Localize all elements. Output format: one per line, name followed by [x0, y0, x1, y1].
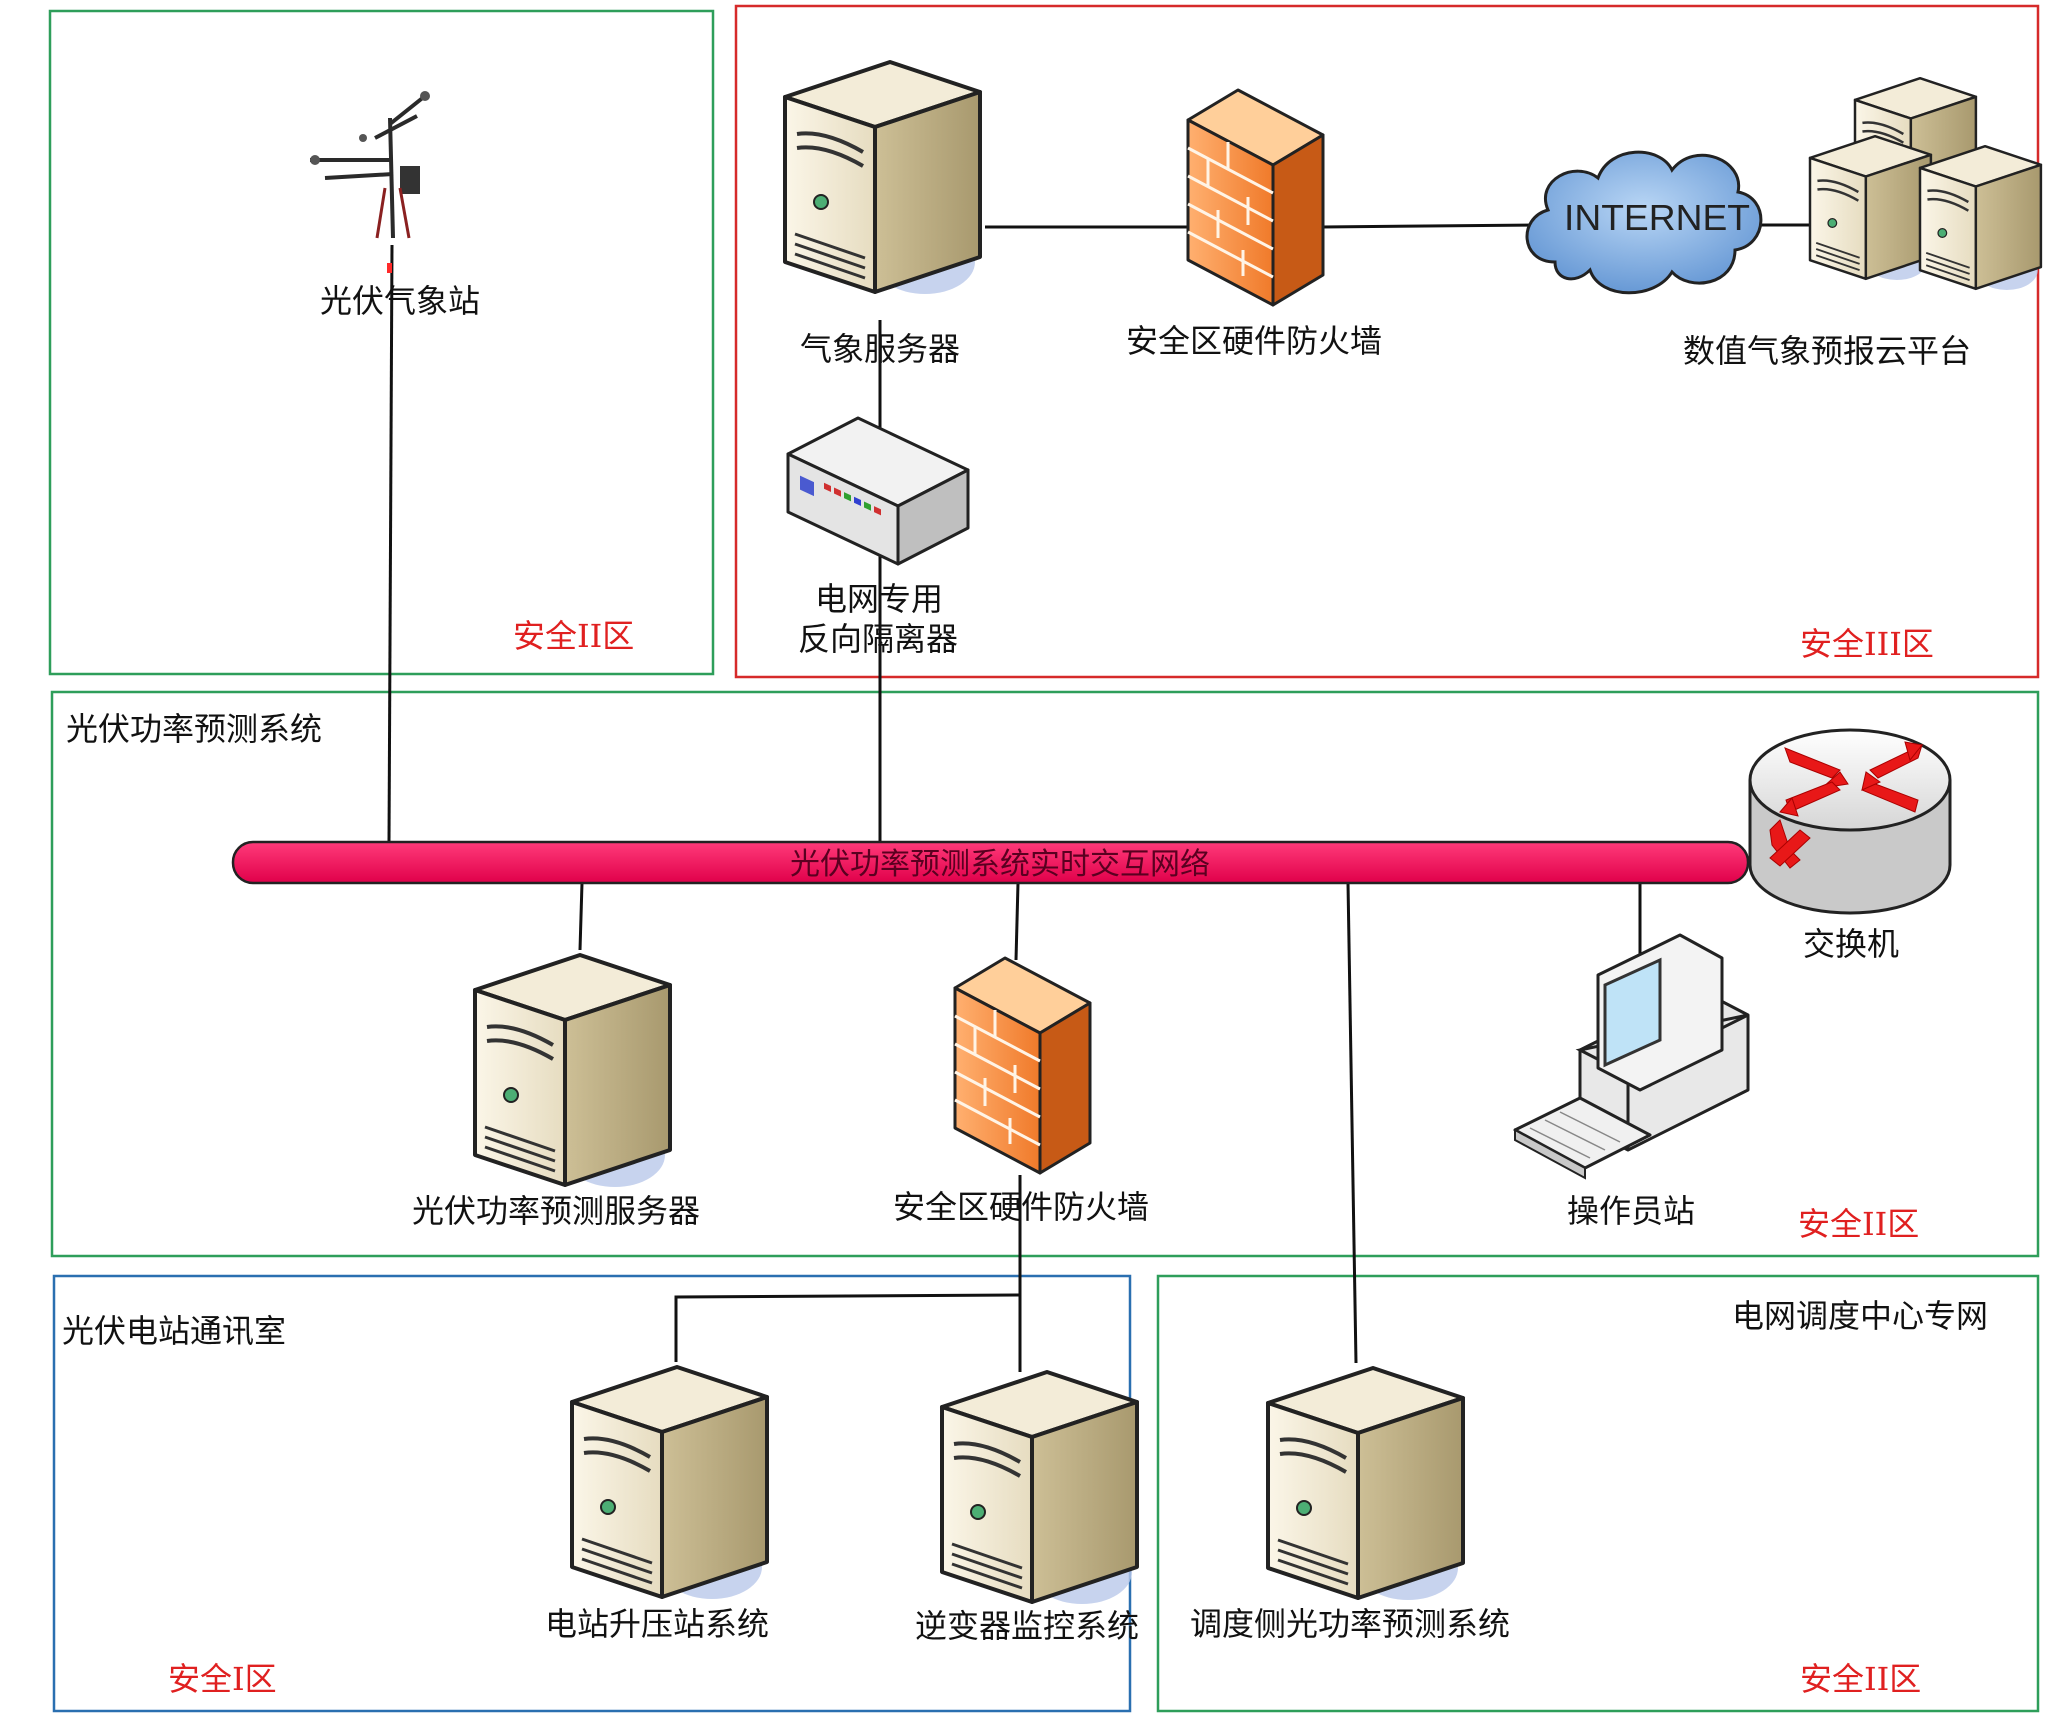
bottom-right-group-title: 电网调度中心专网: [1732, 1297, 1988, 1335]
link-bus-pv-server: [578, 882, 584, 951]
operator-workstation-icon: [1513, 933, 1750, 1180]
weather-station-label: 光伏气象站: [320, 282, 480, 320]
zone-bottom-left-label: 安全I区: [168, 1660, 277, 1698]
pv-server-icon: [473, 953, 672, 1189]
link-bus-firewall: [1014, 882, 1020, 961]
reverse-isolator-icon: [786, 416, 970, 566]
weather-station-icon: [310, 91, 430, 273]
zone-top-left-label: 安全II区: [513, 617, 634, 655]
isolator-label-line1: 电网专用: [815, 580, 943, 618]
connection-lines: [387, 223, 1810, 1372]
switch-label: 交换机: [1803, 925, 1899, 963]
bus-label: 光伏功率预测系统实时交互网络: [790, 847, 1210, 882]
zone-bottom-right-border: [1156, 1274, 2040, 1713]
middle-group-title: 光伏功率预测系统: [66, 710, 322, 748]
link-weather-station-bus: [387, 244, 394, 843]
link-firewall-substation: [674, 1293, 1021, 1362]
cloud-platform-label: 数值气象预报云平台: [1683, 332, 1971, 370]
cloud-platform-icon: [1808, 76, 2043, 292]
substation-server-icon: [570, 1365, 769, 1601]
dispatch-label: 调度侧光功率预测系统: [1190, 1605, 1510, 1643]
zone-top-right-label: 安全III区: [1800, 625, 1934, 663]
firewall-mid-label: 安全区硬件防火墙: [893, 1188, 1149, 1226]
zone-middle-label: 安全II区: [1798, 1205, 1919, 1243]
realtime-network-bus: [231, 840, 1750, 885]
firewall-top-label: 安全区硬件防火墙: [1126, 322, 1382, 360]
zone-top-left-border: [48, 9, 715, 676]
inverter-label: 逆变器监控系统: [915, 1607, 1139, 1645]
substation-label: 电站升压站系统: [545, 1605, 769, 1643]
internet-label: INTERNET: [1564, 197, 1750, 238]
firewall-mid-icon: [953, 956, 1092, 1175]
bottom-left-group-title: 光伏电站通讯室: [62, 1312, 286, 1350]
zone-middle-border: [50, 690, 2040, 1258]
weather-server-label: 气象服务器: [800, 330, 960, 368]
zone-bottom-right-label: 安全II区: [1800, 1660, 1921, 1698]
firewall-top-icon: [1186, 88, 1325, 307]
link-firewall-internet: [1321, 223, 1541, 229]
link-bus-dispatch: [1346, 882, 1358, 1364]
isolator-label-line2: 反向隔离器: [798, 620, 958, 658]
inverter-server-icon: [940, 1370, 1139, 1606]
switch-icon: [1748, 728, 1952, 915]
zone-top-right-border: [734, 4, 2040, 679]
pv-server-label: 光伏功率预测服务器: [412, 1192, 700, 1230]
internet-cloud-icon: [1525, 150, 1763, 295]
operator-label: 操作员站: [1567, 1192, 1695, 1230]
dispatch-server-icon: [1266, 1366, 1465, 1602]
weather-server-icon: [783, 60, 982, 296]
